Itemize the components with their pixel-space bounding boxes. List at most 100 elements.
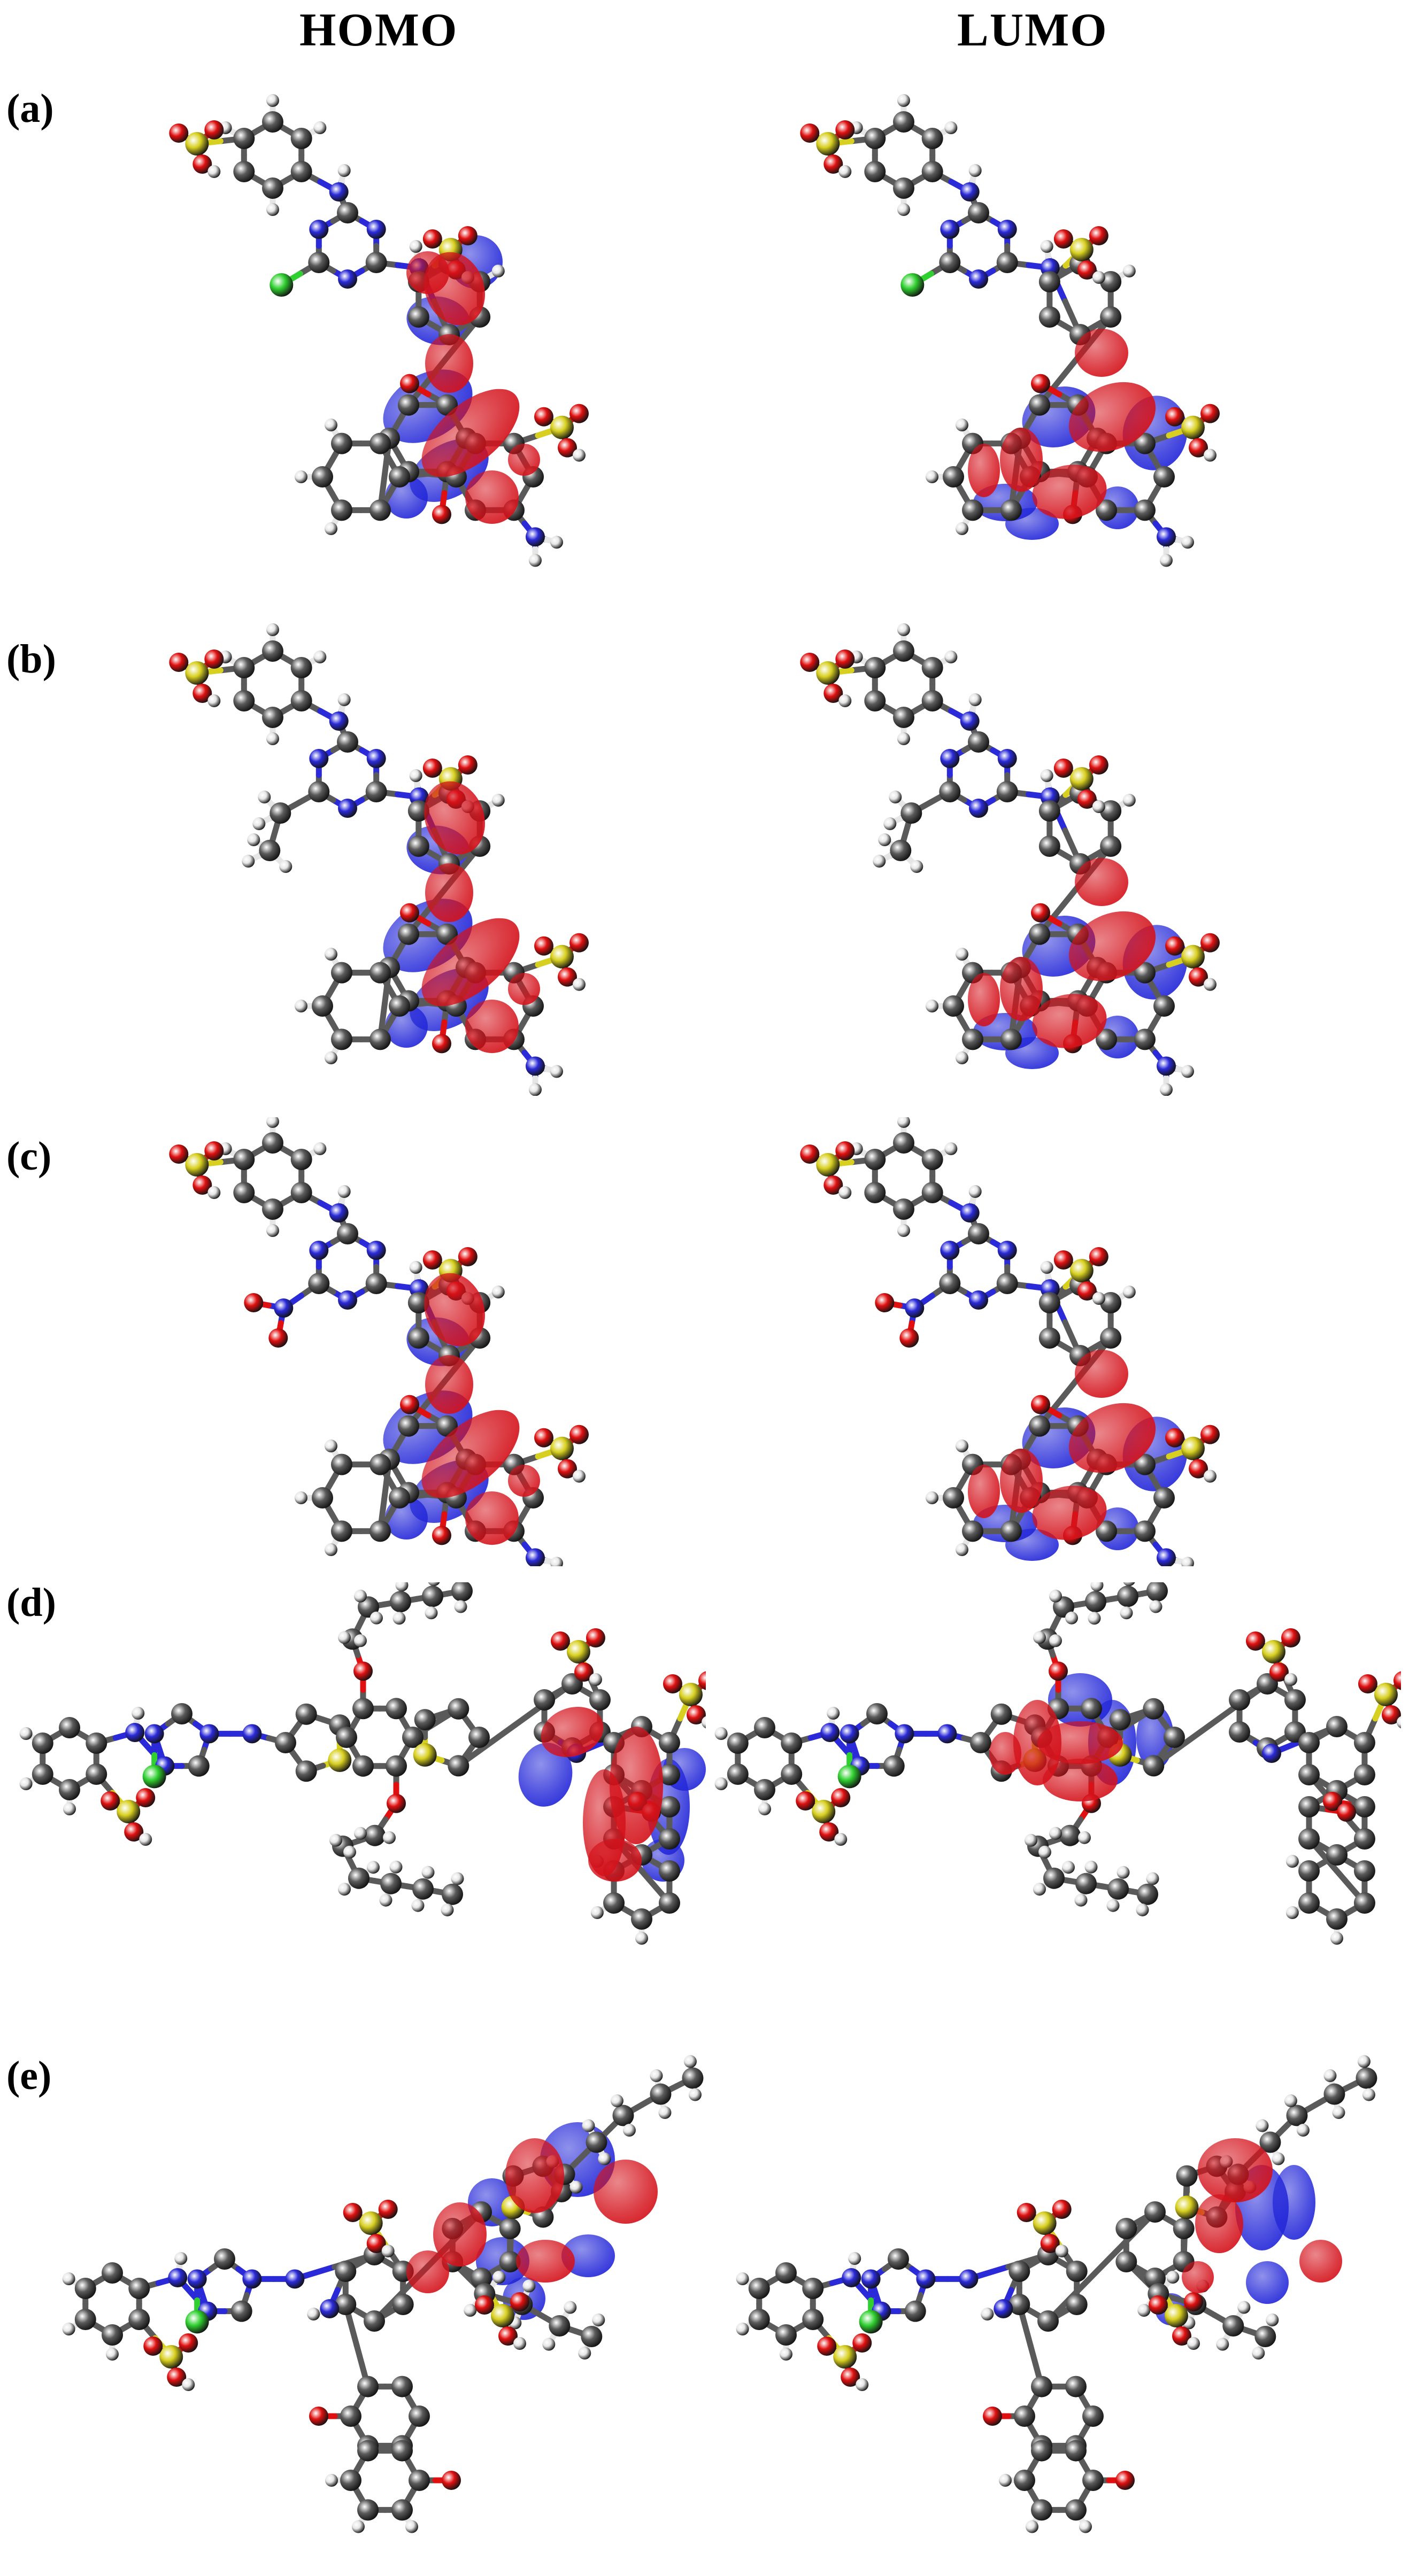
atom-c: [386, 1698, 407, 1720]
atom-h: [758, 1803, 771, 1815]
atom-o: [558, 438, 577, 458]
orbital-lobe-positive: [516, 2240, 575, 2283]
orbital-lobe-positive: [406, 2250, 449, 2293]
atom-h: [329, 1834, 342, 1847]
atom-o: [179, 2333, 198, 2353]
atom-c: [233, 161, 255, 182]
atom-h: [910, 860, 923, 873]
atom-o: [835, 649, 855, 669]
atom-h: [1025, 1834, 1037, 1847]
atom-c: [921, 128, 943, 149]
atom-c: [1286, 2105, 1308, 2126]
atom-c: [369, 1520, 391, 1542]
atom-c: [1259, 2131, 1281, 2153]
atom-h: [207, 694, 221, 707]
atom-h: [242, 855, 255, 868]
atom-h: [834, 1833, 848, 1846]
atom-c: [295, 1703, 317, 1725]
atom-o: [800, 1144, 820, 1164]
atom-s: [550, 1436, 574, 1460]
atom-h: [1033, 1631, 1046, 1644]
atom-c: [295, 1760, 317, 1782]
atom-c: [391, 2499, 413, 2521]
atom-c: [337, 731, 358, 753]
atom-c: [1134, 962, 1156, 984]
atom-o: [432, 505, 451, 524]
atom-h: [411, 1899, 425, 1912]
atom-h: [701, 1716, 706, 1729]
atom-h: [550, 1557, 563, 1566]
atom-c: [1353, 1764, 1375, 1785]
atom-c: [1254, 2326, 1276, 2347]
atom-c: [308, 1273, 330, 1294]
atom-h: [325, 522, 337, 535]
atom-s: [491, 2304, 514, 2327]
atom-c: [32, 1763, 53, 1785]
atom-h: [313, 1142, 327, 1155]
atom-n: [842, 2268, 861, 2287]
atom-o: [819, 1822, 839, 1842]
atom-c: [658, 1732, 680, 1753]
atom-h: [337, 1185, 351, 1198]
atom-h: [635, 1932, 648, 1945]
atom-s: [185, 132, 209, 156]
atom-c: [781, 1732, 803, 1754]
atom-s: [413, 1743, 437, 1767]
atom-c: [589, 1689, 611, 1711]
atom-c: [1085, 1591, 1106, 1613]
atom-c: [369, 1453, 391, 1475]
atom-n: [997, 220, 1017, 239]
atom-s: [816, 1153, 840, 1177]
atom-h: [714, 1727, 728, 1740]
atom-o: [800, 653, 820, 672]
atom-n: [940, 220, 960, 239]
atom-c: [890, 840, 912, 861]
atom-c: [422, 1585, 443, 1607]
atom-o: [1245, 1631, 1265, 1651]
atom-s: [1175, 2195, 1199, 2219]
atom-c: [365, 781, 387, 802]
orbital-lobe-positive: [508, 973, 540, 1005]
atom-h: [266, 94, 279, 107]
atom-c: [775, 2324, 797, 2346]
atom-c: [1134, 432, 1156, 454]
atom-c: [348, 1867, 369, 1889]
atom-n: [366, 220, 386, 239]
atom-h: [1181, 536, 1194, 549]
atom-h: [1123, 1582, 1135, 1587]
atom-h: [266, 1224, 279, 1237]
molecule-b-homo: [150, 615, 684, 1096]
atom-h: [1049, 1589, 1062, 1603]
atom-c: [1284, 1689, 1306, 1711]
atom-c: [921, 690, 943, 711]
orbital-lobe-positive: [1000, 957, 1043, 1021]
atom-o: [875, 1293, 895, 1312]
atom-c: [1353, 1796, 1375, 1817]
atom-h: [295, 1491, 307, 1504]
atom-s: [359, 2211, 383, 2235]
atom-n: [969, 799, 988, 818]
atom-o: [817, 2337, 837, 2356]
orbital-lobe-positive: [1075, 1350, 1128, 1398]
atom-s: [1261, 1640, 1285, 1664]
atom-c: [1326, 1716, 1348, 1737]
atom-h: [542, 2338, 556, 2351]
atom-n: [959, 2269, 979, 2289]
atom-h: [1088, 1612, 1101, 1625]
atom-h: [295, 1000, 307, 1012]
atom-h: [590, 1906, 604, 1919]
atom-o: [1053, 759, 1073, 778]
atom-c: [1065, 2376, 1087, 2397]
atom-o: [204, 649, 224, 669]
atom-c: [331, 962, 352, 984]
atom-c: [866, 1703, 888, 1724]
atom-o: [400, 903, 419, 923]
atom-s: [1165, 2304, 1188, 2327]
atom-c: [921, 1149, 943, 1170]
atom-o: [835, 1141, 855, 1161]
atom-c: [290, 690, 312, 711]
atom-c: [407, 836, 429, 857]
atom-h: [688, 2088, 702, 2101]
atom-c: [864, 1149, 886, 1170]
orbital-lobe-positive: [425, 334, 473, 393]
